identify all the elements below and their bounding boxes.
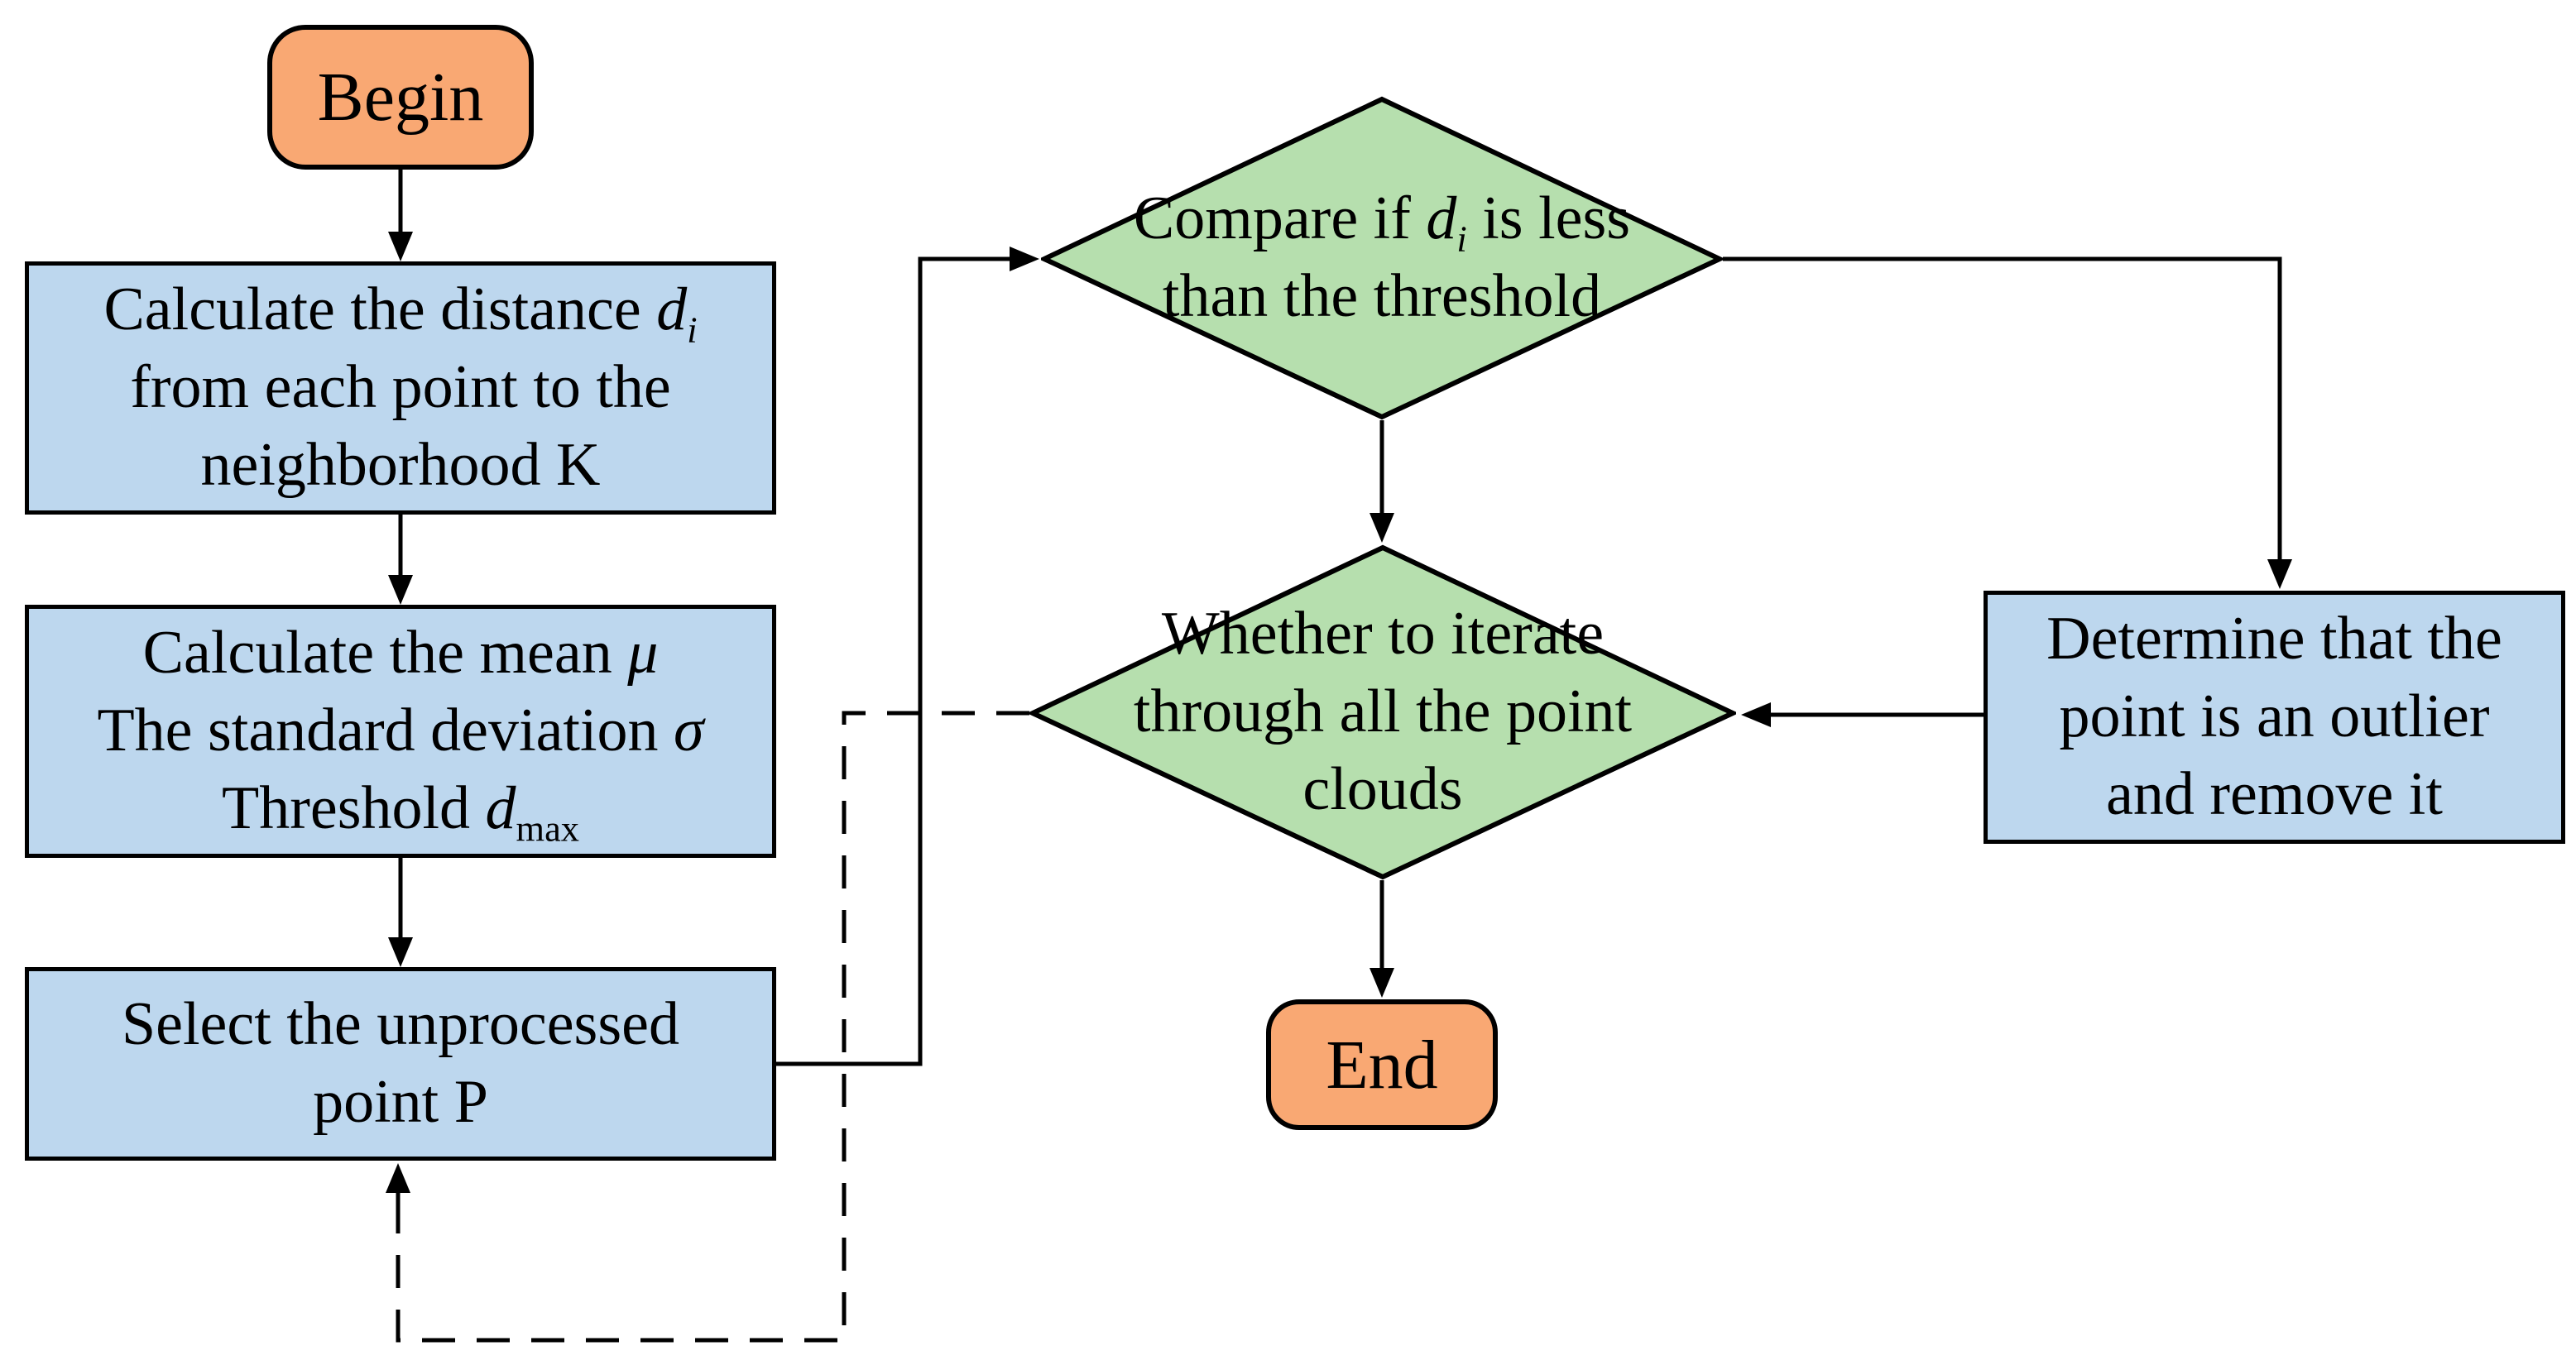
text-line: Whether to iterate: [1161, 600, 1605, 668]
text-line: from each point to the: [130, 353, 671, 422]
text-line: The standard deviation σ: [97, 697, 704, 765]
decision-compare-threshold: Compare if di is less than the threshold: [1041, 96, 1723, 420]
arrowhead-calc-stats-to-select-point: [388, 937, 413, 967]
text-line: Calculate the mean μ: [142, 619, 659, 687]
process-calculate-distance: Calculate the distance di from each poin…: [25, 261, 776, 515]
text-line: neighborhood K: [200, 430, 601, 499]
text-line: and remove it: [2106, 759, 2443, 828]
diamond-shape: [1041, 96, 1723, 420]
arrowhead-begin-to-calc-distance: [388, 232, 413, 261]
process-select-point: Select the unprocessed point P: [25, 967, 776, 1161]
process-calculate-stats: Calculate the mean μ The standard deviat…: [25, 605, 776, 858]
text-line: than the threshold: [1162, 262, 1602, 330]
arrowhead-compare-to-determine: [2267, 559, 2292, 589]
arrowhead-compare-to-iterate: [1370, 513, 1394, 543]
decision-compare-threshold-text: Compare if di is less than the threshold: [1041, 96, 1723, 420]
arrowhead-calc-distance-to-calc-stats: [388, 575, 413, 605]
terminator-end-label: End: [1326, 1026, 1438, 1104]
process-determine-outlier-text: Determine that the point is an outlier a…: [2046, 601, 2502, 834]
decision-iterate-clouds-shape: [1029, 544, 1736, 880]
process-determine-outlier: Determine that the point is an outlier a…: [1984, 591, 2565, 844]
text-line: Calculate the distance di: [103, 275, 698, 351]
arrowhead-feedback-to-select-point: [386, 1163, 410, 1193]
arrowhead-iterate-to-end: [1370, 968, 1394, 998]
process-calculate-stats-text: Calculate the mean μ The standard deviat…: [97, 615, 703, 848]
arrowhead-select-point-to-compare: [1010, 247, 1039, 271]
text-line: Compare if di is less: [1133, 184, 1631, 260]
decision-compare-threshold-shape: [1041, 96, 1723, 420]
text-line: Threshold dmax: [222, 774, 579, 850]
text-line: clouds: [1302, 754, 1463, 823]
text-line: point is an outlier: [2059, 682, 2490, 751]
diamond-shape: [1029, 544, 1736, 880]
arrow-select-point-to-compare: [776, 256, 1033, 1066]
arrow-compare-to-determine: [1723, 256, 2282, 582]
process-calculate-distance-text: Calculate the distance di from each poin…: [103, 271, 697, 505]
text-line: through all the point: [1133, 678, 1633, 746]
decision-iterate-clouds-text: Whether to iterate through all the point…: [1029, 544, 1736, 880]
terminator-begin-label: Begin: [317, 59, 484, 136]
text-line: point P: [313, 1068, 488, 1136]
text-line: Determine that the: [2046, 605, 2502, 673]
decision-iterate-clouds: Whether to iterate through all the point…: [1029, 544, 1736, 880]
arrowhead-determine-to-iterate: [1741, 702, 1771, 727]
dashed-feedback-iterate-to-select-point: [396, 711, 1029, 1343]
process-select-point-text: Select the unprocessed point P: [122, 986, 679, 1142]
terminator-end: End: [1266, 999, 1498, 1130]
terminator-begin: Begin: [267, 25, 534, 170]
text-line: Select the unprocessed: [122, 990, 679, 1059]
